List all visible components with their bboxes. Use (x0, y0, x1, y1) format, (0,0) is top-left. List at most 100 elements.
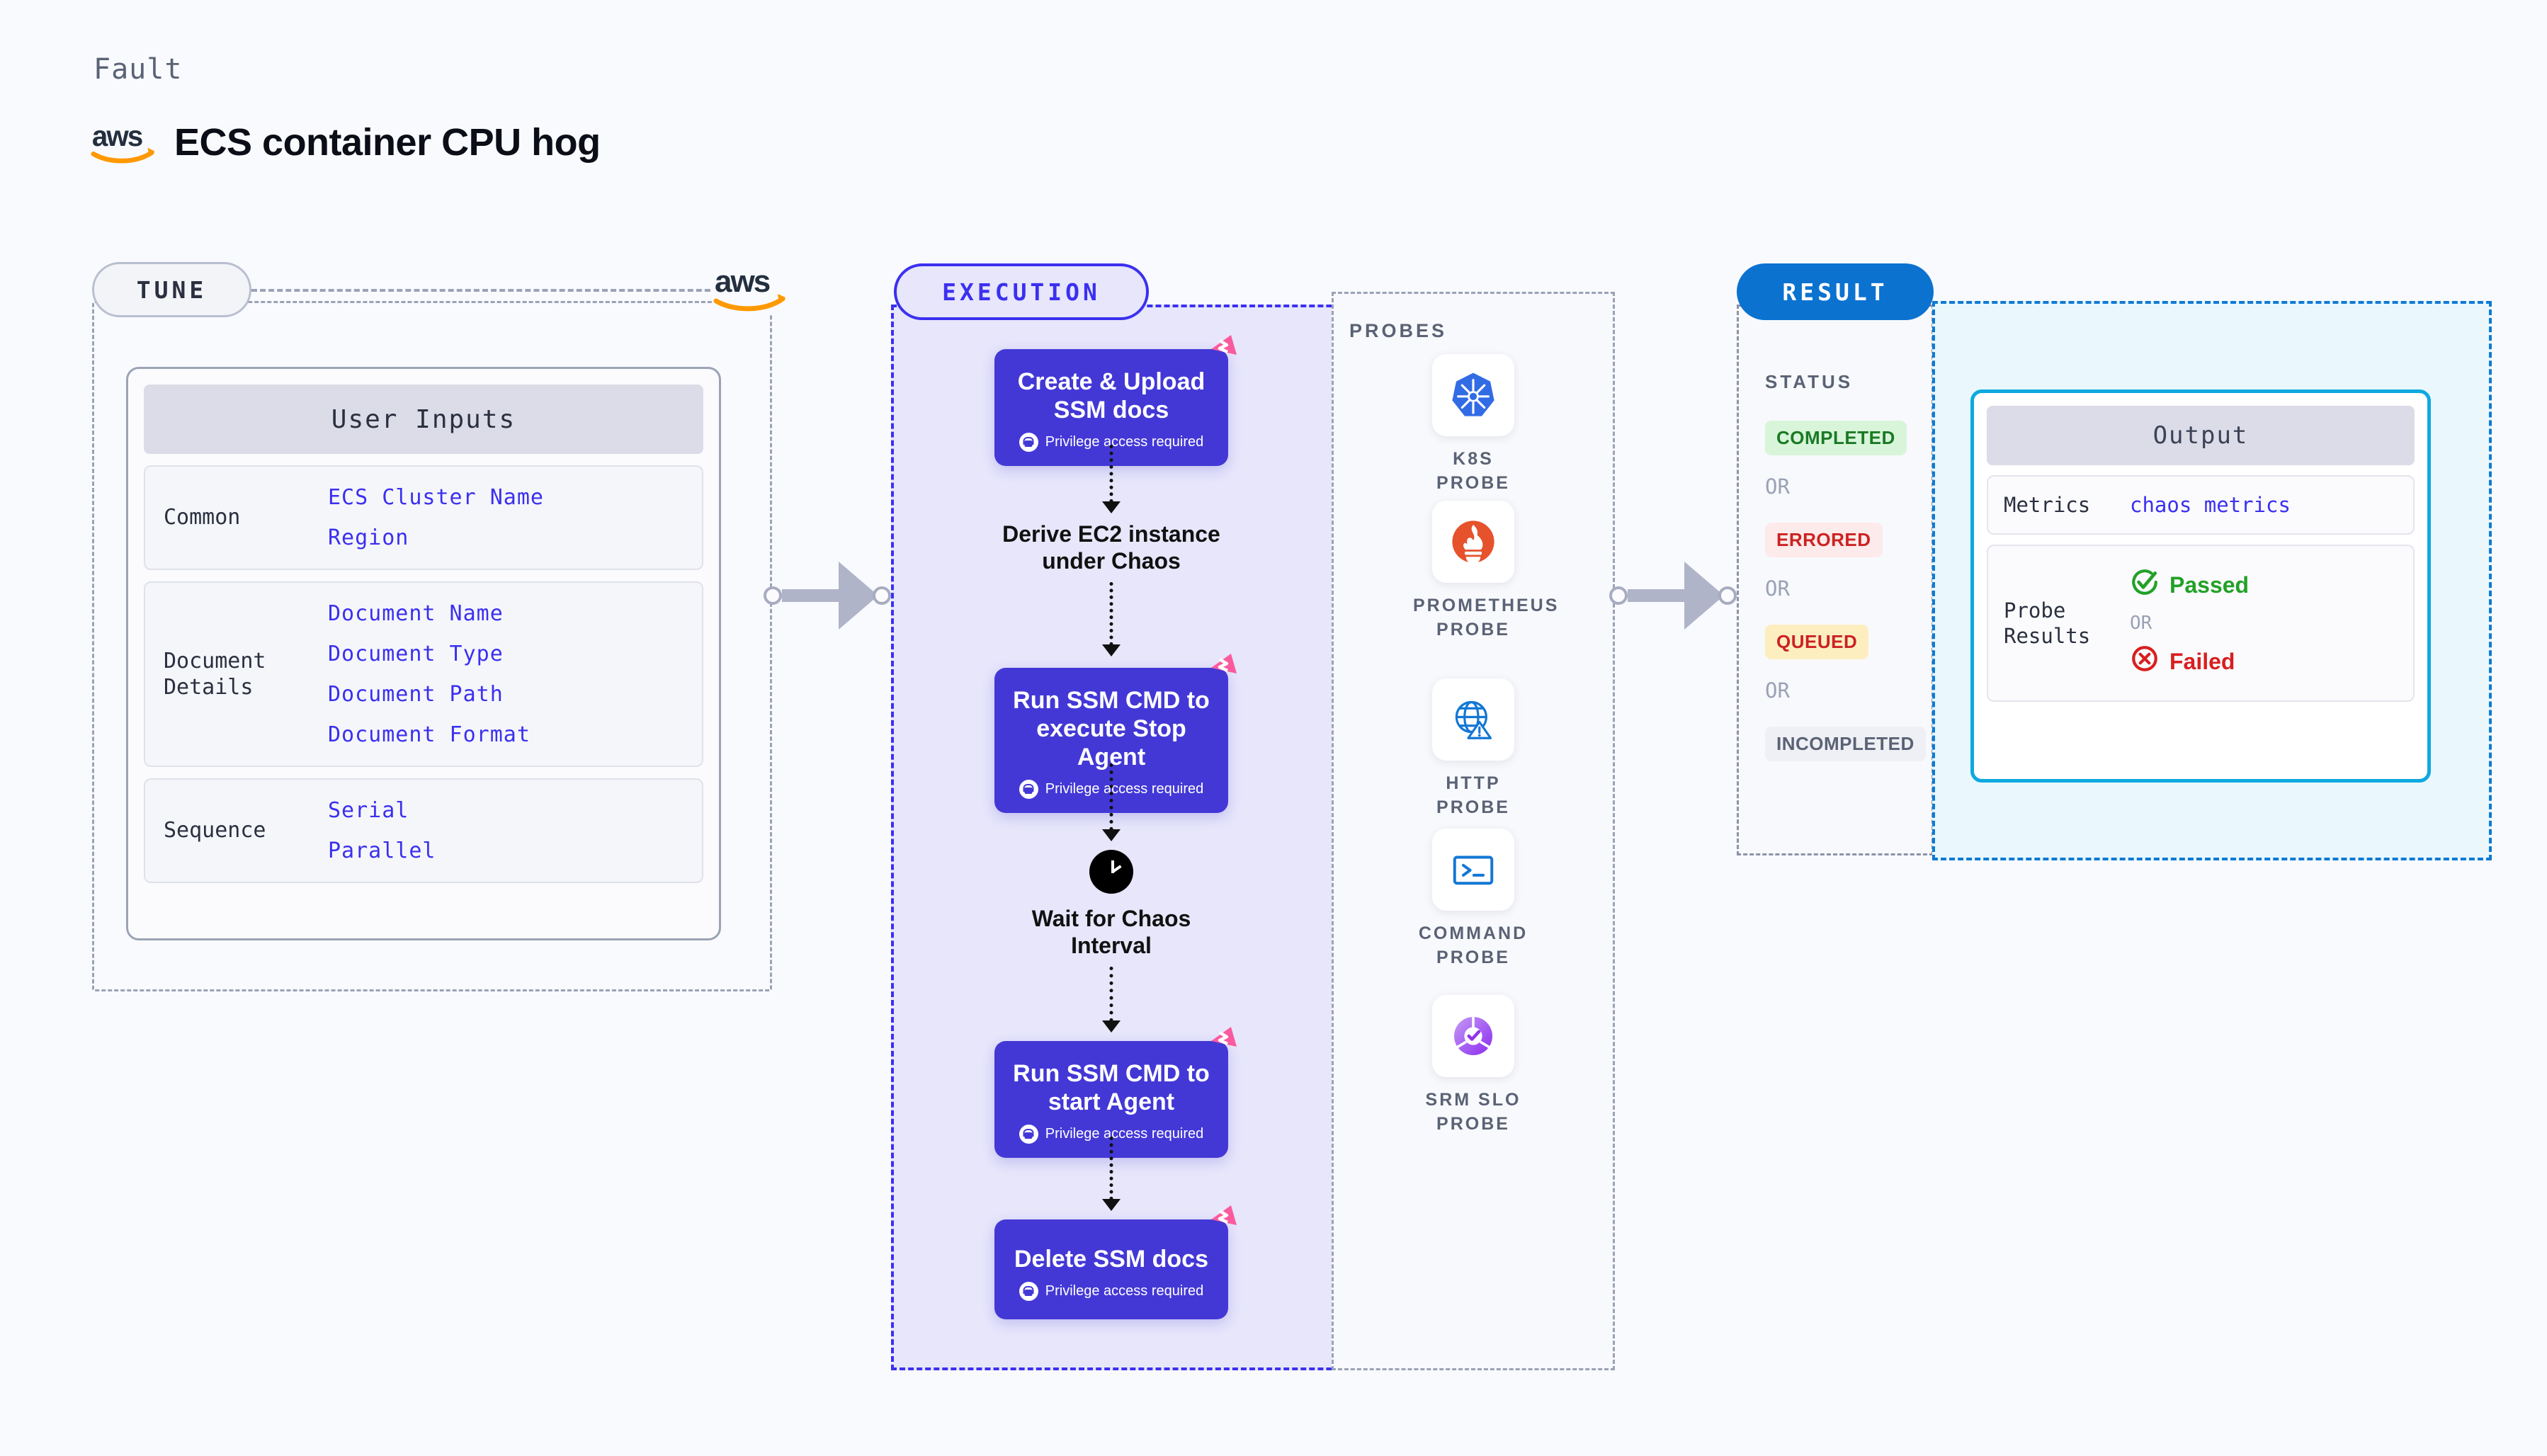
prometheus-icon (1432, 501, 1514, 583)
execution-flow: Create & Upload SSM docs Privilege acces… (891, 305, 1332, 1370)
execution-step-wait-for-chaos-interval: Wait for Chaos Interval (1032, 905, 1191, 960)
result-pill: RESULT (1737, 263, 1934, 320)
probe-label: SRM SLO PROBE (1425, 1090, 1521, 1134)
step-title: Delete SSM docs (1014, 1246, 1208, 1273)
tune-pill: TUNE (92, 262, 251, 317)
connector-dot (1609, 586, 1628, 605)
page-eyebrow: Fault (93, 53, 183, 86)
page-header: aws ECS container CPU hog (91, 120, 601, 164)
probe-label: PROMETHEUS PROBE (1413, 596, 1560, 639)
enterprise-flag-icon (1204, 1204, 1238, 1238)
check-circle-icon (2130, 567, 2160, 603)
status-badge-completed: COMPLETED (1765, 421, 1907, 455)
privilege-note: Privilege access required (1007, 433, 1215, 453)
input-value[interactable]: Document Name (328, 601, 504, 626)
probe-item-http[interactable]: HTTP PROBE (1413, 678, 1533, 820)
privilege-label: Privilege access required (1045, 434, 1204, 450)
connector-bar (782, 589, 839, 602)
privilege-note: Privilege access required (1007, 780, 1215, 800)
probe-result-failed: Failed (2130, 644, 2249, 679)
probe-item-prometheus[interactable]: PROMETHEUS PROBE (1413, 501, 1560, 642)
input-value[interactable]: Document Type (328, 642, 504, 666)
flow-arrowhead (1102, 644, 1121, 656)
probe-item-command[interactable]: COMMAND PROBE (1413, 829, 1533, 970)
execution-step-delete-ssm-docs[interactable]: Delete SSM docs Privilege access require… (994, 1205, 1237, 1320)
probe-label: K8S PROBE (1436, 449, 1510, 493)
connector-arrowhead (839, 562, 878, 630)
probe-label: COMMAND PROBE (1418, 923, 1528, 967)
probe-item-k8s[interactable]: K8S PROBE (1413, 354, 1533, 496)
probes-section-label: PROBES (1349, 320, 1448, 341)
status-badge-incompleted: INCOMPLETED (1765, 727, 1926, 761)
probe-result-or: OR (2130, 613, 2152, 635)
privilege-label: Privilege access required (1045, 1126, 1204, 1142)
connector-dot (873, 586, 891, 605)
flow-line (1109, 763, 1113, 831)
output-title: Output (1987, 406, 2415, 465)
connector-dot (764, 586, 782, 605)
status-or: OR (1765, 678, 1790, 703)
privilege-note: Privilege access required (1007, 1282, 1215, 1302)
x-circle-icon (2130, 644, 2160, 679)
output-metrics-row: Metrics chaos metrics (1987, 475, 2415, 535)
tune-panel (92, 301, 772, 991)
execution-pill: EXECUTION (894, 263, 1149, 320)
flow-line (1109, 445, 1113, 503)
svg-text:aws: aws (92, 120, 142, 152)
step-title: Derive EC2 instance under Chaos (1002, 521, 1220, 574)
terminal-icon (1432, 829, 1514, 911)
kubernetes-icon (1432, 354, 1514, 436)
passed-label: Passed (2169, 571, 2250, 598)
connector-execution-to-result (1609, 562, 1744, 630)
probe-result-passed: Passed (2130, 567, 2249, 603)
step-title: Wait for Chaos Interval (1031, 906, 1191, 959)
enterprise-flag-icon (1204, 334, 1238, 368)
status-section-label: STATUS (1765, 371, 1854, 392)
flow-arrowhead (1102, 829, 1121, 841)
user-inputs-card: User Inputs Common ECS Cluster Name Regi… (126, 367, 721, 940)
input-value[interactable]: Parallel (328, 838, 436, 863)
enterprise-flag-icon (1204, 1025, 1238, 1059)
lock-icon (1019, 780, 1038, 800)
input-value[interactable]: Region (328, 525, 409, 550)
execution-step-derive-ec2-instance: Derive EC2 instance under Chaos (1002, 521, 1220, 575)
probe-item-srm-slo[interactable]: SRM SLO PROBE (1413, 995, 1533, 1137)
probe-label: HTTP PROBE (1436, 773, 1510, 817)
privilege-label: Privilege access required (1045, 1283, 1204, 1299)
input-group-label: Common (164, 505, 241, 530)
connector-tune-to-execution (764, 562, 898, 630)
flow-line (1109, 967, 1113, 1022)
status-badge-queued: QUEUED (1765, 625, 1869, 659)
status-or: OR (1765, 474, 1790, 499)
output-probe-results-label: Probe Results (2004, 598, 2091, 649)
input-value[interactable]: Document Format (328, 722, 531, 747)
input-value[interactable]: Serial (328, 798, 409, 823)
lock-icon (1019, 1282, 1038, 1302)
tune-connector-line (251, 289, 719, 292)
connector-arrowhead (1684, 562, 1724, 630)
input-value[interactable]: ECS Cluster Name (328, 485, 544, 510)
input-group-document-details: Document Details Document Name Document … (144, 581, 703, 767)
output-probe-results-row: Probe Results Passed OR (1987, 545, 2415, 703)
privilege-note: Privilege access required (1007, 1125, 1215, 1144)
status-badge-errored: ERRORED (1765, 523, 1883, 557)
step-title: Run SSM CMD to start Agent (1013, 1060, 1210, 1116)
step-title: Run SSM CMD to execute Stop Agent (1013, 687, 1210, 771)
input-value[interactable]: Document Path (328, 682, 504, 707)
flow-arrowhead (1102, 501, 1121, 513)
page-title: ECS container CPU hog (174, 121, 601, 164)
execution-step-create-upload-ssm-docs[interactable]: Create & Upload SSM docs Privilege acces… (994, 335, 1237, 467)
output-metrics-label: Metrics (2004, 493, 2091, 517)
clock-icon (1089, 850, 1133, 894)
aws-logo-icon: aws (91, 120, 159, 164)
output-metrics-value[interactable]: chaos metrics (2130, 493, 2291, 518)
privilege-label: Privilege access required (1045, 781, 1204, 797)
input-group-label: Sequence (164, 818, 266, 843)
lock-icon (1019, 1125, 1038, 1144)
failed-label: Failed (2169, 648, 2235, 674)
flow-line (1109, 582, 1113, 646)
http-globe-icon (1432, 678, 1514, 761)
input-group-sequence: Sequence Serial Parallel (144, 778, 703, 883)
flow-line (1109, 1137, 1113, 1200)
step-title: Create & Upload SSM docs (1017, 368, 1206, 424)
